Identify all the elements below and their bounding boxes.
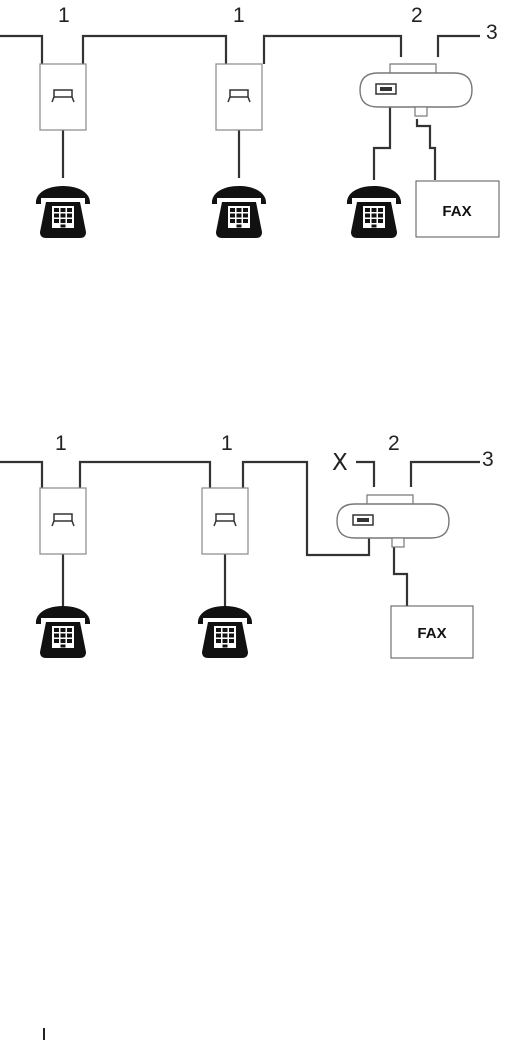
fax-machine-icon: FAX — [416, 181, 499, 237]
telephone-icon — [36, 186, 90, 238]
fax-splitter-icon — [337, 495, 449, 547]
line-number: 3 — [486, 21, 498, 44]
telephone-icon — [198, 606, 252, 658]
line-number: 3 — [482, 448, 494, 471]
fax-label: FAX — [442, 203, 471, 220]
splitter-number: 2 — [411, 4, 423, 27]
splitter-number: 2 — [388, 432, 400, 455]
diagram-2: 1 1 2 3 X FAX — [0, 432, 494, 658]
wall-jack-number-a: 1 — [55, 432, 67, 455]
diagram-1: 1 1 2 3 FAX — [0, 4, 499, 238]
wall-jack-icon — [216, 64, 262, 130]
telephone-icon — [212, 186, 266, 238]
page-margin-rule — [43, 1028, 45, 1040]
disconnect-x-icon: X — [332, 450, 348, 476]
wall-jack-icon — [40, 488, 86, 554]
wall-jack-number-b: 1 — [233, 4, 245, 27]
wall-jack-number-a: 1 — [58, 4, 70, 27]
fax-machine-icon: FAX — [391, 606, 473, 658]
wall-jack-number-b: 1 — [221, 432, 233, 455]
telephone-icon — [36, 606, 90, 658]
telephone-icon — [347, 186, 401, 238]
fax-splitter-icon — [360, 64, 472, 116]
wall-jack-icon — [40, 64, 86, 130]
fax-label: FAX — [417, 625, 446, 642]
wall-jack-icon — [202, 488, 248, 554]
